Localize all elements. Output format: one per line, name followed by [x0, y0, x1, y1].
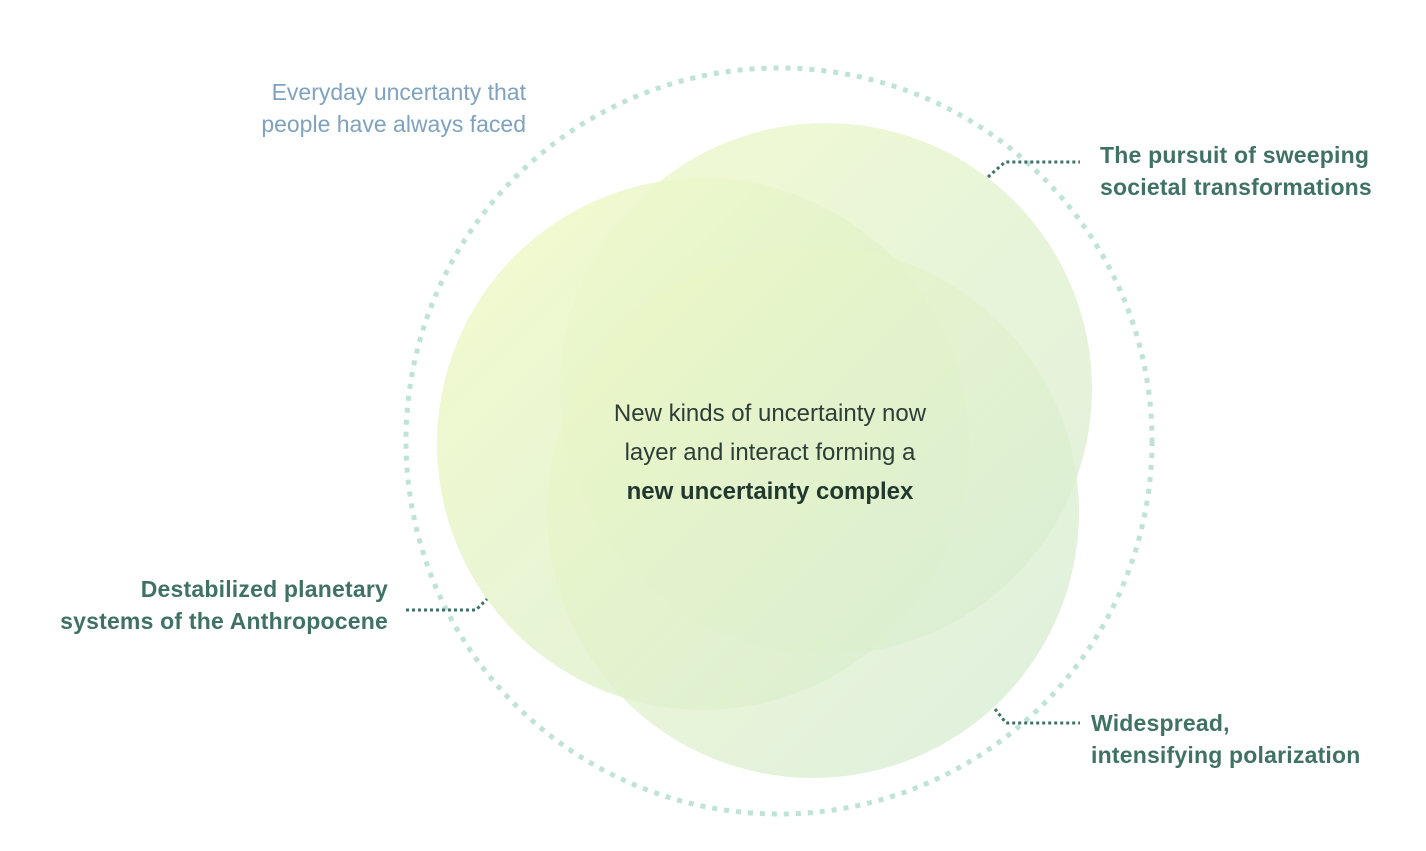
label-line: Destabilized planetary — [140, 576, 388, 602]
circle-polarization — [547, 246, 1079, 778]
connector-bottom-right — [993, 708, 1080, 725]
center-emphasis: new uncertainty complex — [626, 478, 914, 505]
label-line: societal transformations — [1100, 174, 1372, 200]
label-line: Widespread, — [1091, 710, 1230, 736]
center-line: New kinds of uncertainty now — [613, 400, 927, 427]
label-line: systems of the Anthropocene — [60, 608, 388, 634]
label-line: intensifying polarization — [1091, 742, 1361, 768]
context-label: Everyday uncertanty that people have alw… — [150, 76, 526, 140]
center-line: layer and interact forming a — [624, 439, 916, 466]
label-line: The pursuit of sweeping — [1100, 142, 1370, 168]
label-transformations: The pursuit of sweeping societal transfo… — [1100, 139, 1372, 203]
outer-ring — [403, 65, 1155, 817]
context-line: Everyday uncertanty that — [271, 79, 526, 105]
label-polarization: Widespread, intensifying polarization — [1091, 707, 1361, 771]
context-line: people have always faced — [261, 111, 526, 137]
label-planetary: Destabilized planetary systems of the An… — [20, 573, 388, 637]
connector-top-right — [987, 160, 1080, 179]
center-text: New kinds of uncertainty now layer and i… — [540, 394, 1000, 511]
connector-left — [406, 597, 489, 612]
